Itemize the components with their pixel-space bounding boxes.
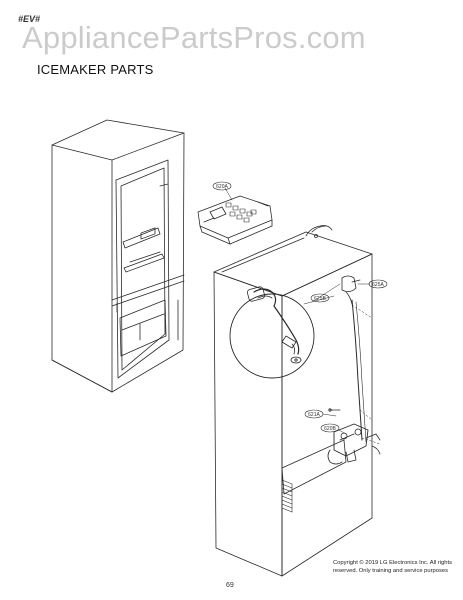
callout-625b-graphic [310, 293, 330, 303]
cabinet-right-back [213, 225, 381, 577]
callout-621a: 621A [308, 412, 320, 418]
fill-tube-connector [341, 275, 388, 305]
callout-625a: 625A [372, 282, 384, 288]
page-number: 69 [226, 582, 234, 589]
section-title: ICEMAKER PARTS [37, 62, 154, 77]
copyright-notice: Copyright © 2019 LG Electronics Inc. All… [333, 560, 452, 574]
callout-620b: 620B [324, 426, 336, 432]
water-valve [304, 408, 381, 465]
callout-625b: 625B [314, 296, 326, 302]
cabinet-left [51, 119, 185, 393]
watermark: AppliancePartsPros.com [22, 20, 366, 55]
model-code: #EV# [18, 14, 41, 24]
icemaker-assembly [197, 181, 273, 245]
detail-magnifier [229, 283, 341, 379]
callout-620a: 620A [216, 184, 228, 190]
